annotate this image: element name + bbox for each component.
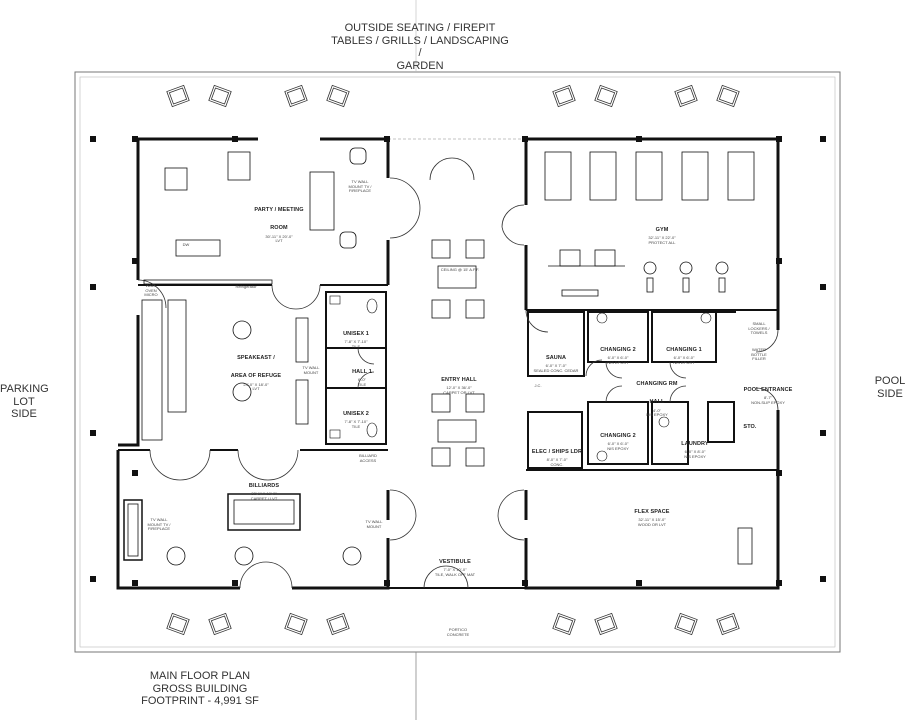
speakeast-tv-wall-note: TV WALL MOUNT (302, 365, 320, 375)
changing-hall-label: CHANGING RM HALL 4'-0" NIS EPOXY (636, 381, 678, 418)
party-fireplace-note: TV WALL MOUNT TV / FIREPLACE (348, 179, 372, 194)
changing-2-lower-label: CHANGING 2 6'-0" X 6'-0" NIS EPOXY (600, 433, 636, 451)
changing-1-label: CHANGING 1 6'-0" X 6'-0" NIS EPOXY (666, 347, 702, 365)
portico-note: PORTICO CONCRETE (446, 627, 470, 637)
gym-label: GYM 32'-11" X 22'-0" PROTECT ALL (648, 227, 676, 245)
speakeast-label: SPEAKEAST / AREA OF REFUGE 24'-0" X 18'-… (230, 355, 282, 392)
parking-lot-side-label: PARKING LOT SIDE (0, 383, 49, 421)
elec-ships-ldr-label: ELEC / SHIPS LDR 8'-0" X 7'-0" CONC. (531, 449, 583, 467)
unisex-2-label: UNISEX 2 7'-8" X 7'-10" TILE (343, 411, 369, 429)
laundry-label: LAUNDRY 6'-0" X 8'-0" NIS EPOXY (681, 441, 709, 459)
pool-entrance-label: POOL ENTRANCE 8'-7" NON-SLIP EPOXY (743, 387, 793, 405)
right-wing-walls (524, 137, 780, 590)
hall-1-label: HALL 1 6'-0" TILE (352, 369, 372, 387)
ceiling-height-note: CEILING @ 15' A.F.F. (440, 267, 480, 272)
structural-columns (90, 136, 826, 586)
billiard-access-note: BILLIARD ACCESS (359, 453, 377, 463)
wall-oven-label: WALL OVEN MICRO (144, 283, 158, 298)
janitor-closet-label: J.C. (534, 383, 542, 388)
pool-side-label: POOL SIDE (874, 375, 906, 400)
party-room-label: PARTY / MEETING ROOM 30'-11" X 20'-0" LV… (254, 207, 304, 244)
vestibule-label: VESTIBULE 7'-0" X 10'-0" TILE, WALK OFF … (434, 559, 476, 577)
water-bottle-filler-note: WATER BOTTLE FILLER (751, 347, 767, 362)
unisex-1-label: UNISEX 1 7'-8" X 7'-10" TILE (343, 331, 369, 349)
outside-seating-note: OUTSIDE SEATING / FIREPIT TABLES / GRILL… (331, 22, 509, 72)
dw-label: DW (182, 242, 190, 247)
sauna-label: SAUNA 6'-0" X 7'-0" SEALED CONC. CEDAR (533, 355, 579, 373)
changing-2-upper-label: CHANGING 2 6'-0" X 6'-0" NIS EPOXY (600, 347, 636, 365)
outdoor-chairs (166, 84, 740, 636)
refrigerator-label: Refrigerator (235, 284, 257, 289)
entry-hall-label: ENTRY HALL 12'-0" X 36'-0" CARPET OR LVT (441, 377, 477, 395)
floor-plan-title: MAIN FLOOR PLAN GROSS BUILDING FOOTPRINT… (141, 670, 259, 708)
billiards-tv-wall-note: TV WALL MOUNT (365, 519, 383, 529)
flex-space-label: FLEX SPACE 32'-11" X 15'-0" WOOD OR LVT (634, 509, 670, 527)
billiards-label: BILLIARDS 32'-1" X 18'-0" CARPET / LVT (248, 483, 280, 501)
porch-outline (74, 71, 841, 653)
lockers-towels-note: SMALL LOCKERS / TOWELS (748, 321, 770, 336)
storage-label: STO. (743, 424, 757, 430)
billiards-fireplace-note: TV WALL MOUNT TV / FIREPLACE (147, 517, 171, 532)
